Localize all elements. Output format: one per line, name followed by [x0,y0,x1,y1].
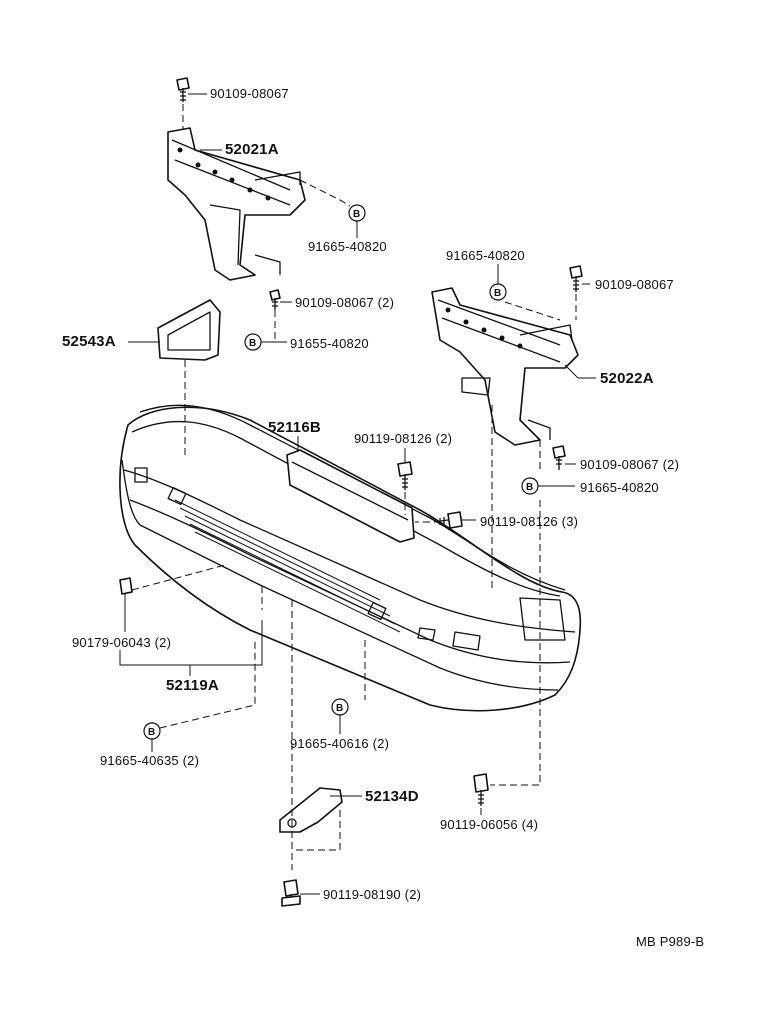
clip-marker-letter: B [249,338,256,349]
label-90109-right-mid: 90109-08067 (2) [580,457,680,472]
label-90109-right-top: 90109-08067 [595,277,674,292]
clip-marker-letter: B [353,209,360,220]
label-90179-06043: 90179-06043 (2) [72,635,172,650]
drawing-reference: MB P989-B [636,934,705,949]
label-52022A: 52022A [600,370,654,387]
side-bracket [157,299,221,361]
clip-marker-letter: B [526,482,533,493]
label-90119-08126-3: 90119-08126 (3) [480,514,579,529]
clip-marker-5: B [331,698,349,716]
clip-markers: B B B B B B [143,204,539,740]
label-91665-left-clip: 91665-40820 [308,239,387,254]
label-52021A: 52021A [225,141,279,158]
clip-marker-letter: B [336,703,343,714]
label-90119-08126-2: 90119-08126 (2) [354,431,453,446]
clip-marker-1: B [348,204,366,222]
assembly-lines [131,104,577,870]
left-reinforcement [167,127,306,281]
label-91665-40616: 91665-40616 (2) [290,736,390,751]
label-90119-06056: 90119-06056 (4) [440,817,539,832]
right-reinforcement [431,287,579,446]
bumper-cover [119,404,582,712]
label-52119A: 52119A [166,677,219,694]
clip-marker-letter: B [148,727,155,738]
license-bracket [286,449,415,543]
label-52134D: 52134D [365,788,419,805]
clip-marker-3: B [489,283,507,301]
clip-marker-2: B [244,333,262,351]
clip-marker-4: B [521,477,539,495]
label-90119-08190: 90119-08190 (2) [323,887,422,902]
clip-marker-letter: B [494,288,501,299]
fasteners [119,77,583,907]
bolt-top-left [176,77,190,102]
leader-lines [119,93,596,895]
label-52543A: 52543A [62,333,116,350]
lower-bracket [279,787,343,833]
label-90109-top: 90109-08067 [210,86,289,101]
label-91665-right-top: 91665-40820 [446,248,525,263]
label-91665-40635: 91665-40635 (2) [100,753,200,768]
clip-marker-6: B [143,722,161,740]
label-91665-right-mid: 91665-40820 [580,480,659,495]
label-52116B: 52116B [268,419,321,436]
label-91655-left: 91655-40820 [290,336,369,351]
label-90109-left-mid: 90109-08067 (2) [295,295,395,310]
